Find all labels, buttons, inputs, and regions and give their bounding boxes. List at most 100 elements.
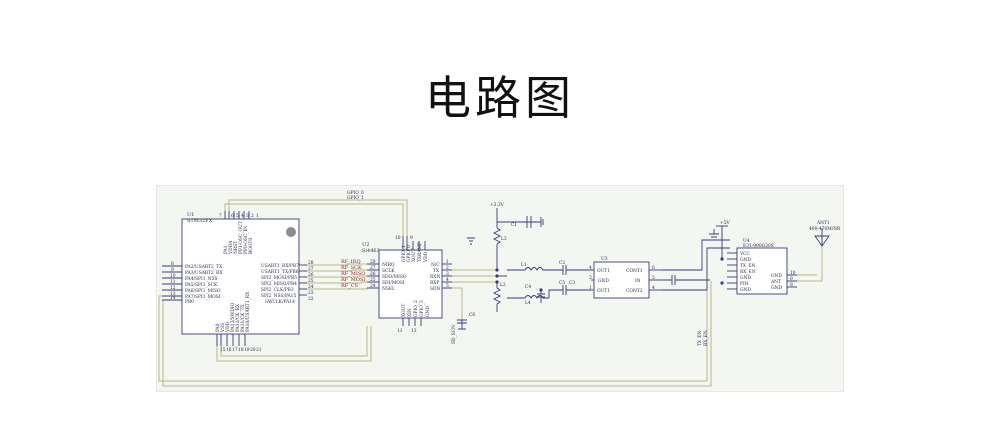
u2-pin-label: TXRAMP: [418, 242, 423, 262]
u1-pin-num: 3: [246, 214, 249, 219]
u4-pin-label: GND: [771, 286, 782, 291]
u1-pin-num: 5: [236, 214, 239, 219]
u1-pin-label: VDDA: [229, 240, 234, 255]
u2-pin-num: 13: [411, 329, 417, 334]
u1-pin-num: 14: [170, 296, 176, 301]
u4-pin-label: GND: [740, 288, 751, 293]
u3-pin-label: GND: [598, 279, 609, 284]
u1-pin-num: 24: [308, 285, 314, 290]
u1-pin-label: PF0-OSC_IN: [244, 226, 249, 254]
u1-pin-num: 17: [232, 348, 238, 353]
u3-pin-num: 1: [589, 286, 592, 291]
net-label-rx-en: RX_EN: [704, 330, 709, 346]
u3-pin-num: 4: [589, 266, 592, 271]
u1-pin-label: PA12/CK_RX: [236, 303, 241, 332]
u2-pin-label: RXP: [430, 281, 439, 286]
u1-pin-label: NRST: [234, 241, 239, 254]
u3-pin-label: OUT1: [597, 289, 610, 294]
u1-pin-num: 1: [256, 214, 259, 219]
u1-pin-label: PA0: [216, 323, 221, 332]
u1-ref: U1: [187, 212, 194, 218]
u2-right-pins: N/C TX RXN RXP SDN 1 2 3 4 5: [430, 260, 449, 292]
u2-pin-num: 11: [397, 329, 403, 334]
u4-pin-label: ANT: [770, 280, 781, 285]
u1-pin-label: PB0: [185, 300, 194, 305]
c2-label: C2: [559, 261, 565, 266]
u2-pin-label: XIN: [408, 308, 413, 317]
net-label-sdn: SD_SCN: [452, 325, 457, 344]
u2-pin-num: 10: [395, 236, 401, 241]
u2-ref: U2: [362, 242, 369, 248]
u2-pin-num: 9: [410, 236, 413, 241]
u2-pin-label: NIRQ: [382, 263, 395, 268]
u4-pin-num: 9: [790, 277, 793, 282]
u3-pin-label: OUT1: [597, 269, 610, 274]
u1-pin-label: PA2/USART2_TX: [185, 265, 223, 270]
u4-part: E31-900G30S: [743, 244, 774, 249]
u1-part: STM32FX: [187, 218, 213, 224]
u2-pin-label: SDN: [430, 287, 441, 292]
net-label-gpio1: GPIO_1: [347, 196, 364, 201]
u2-pin-label: GPIO_1: [402, 245, 407, 262]
net-label-gpio0: GPIO_0: [347, 191, 364, 196]
net-label-rf-irq: RF_IRQ: [341, 259, 361, 265]
u1-pin-label: PA6/SPI1_MISO: [185, 289, 221, 294]
net-label-rf-cs: RF_CS: [341, 283, 359, 289]
u2-bottom-pins: XOUT XIN GPIO_2 GPIO_3 GND 11 13: [397, 300, 431, 334]
l4-label: L4: [525, 301, 531, 306]
u2-top-pins: GPIO_1 GPIO_0 XOUT TXRAMP VDD 10 9: [395, 236, 429, 263]
u1-pin-label: PA11/CK_TX: [241, 303, 246, 332]
u2-left-pins: NIRQ SCLK SDO/MISO SDI/MOSI NSEL 28 27 2…: [370, 260, 407, 292]
u1-pin-label: PF1-OSC_OUT: [239, 221, 244, 254]
ant-ref: ANT1: [816, 221, 830, 226]
l2-label: L2: [500, 283, 506, 288]
u1-pin-num: 10: [170, 274, 176, 279]
u4-pin-num: 10: [790, 271, 796, 276]
u1-pin-num: 11: [170, 280, 176, 285]
u2-pin-label: GPIO_0: [407, 245, 412, 262]
u1-pin-label: PA13/SWDIO: [231, 302, 236, 332]
l1-label: L1: [521, 263, 527, 268]
u1-pin-label: PA5/SPI1_SCK: [185, 283, 218, 288]
u2-pin-label: SCLK: [382, 269, 395, 274]
u4-ref: U4: [743, 239, 750, 244]
net-label-rf-sck: RF_SCK: [341, 265, 362, 271]
u2-pin-label: SDO/MISO: [382, 275, 407, 280]
u1-pin-label: SPI2_MISO/PB4: [261, 282, 297, 287]
u1-pin-num: 9: [171, 268, 174, 273]
u1-pin-num: 23: [308, 291, 314, 296]
u2-pin-num: 5: [446, 284, 449, 289]
u4-left-pins: VCC GND TX_EN RX_EN GND PIN GND: [739, 252, 756, 293]
u4-pin-num: 8: [790, 283, 793, 288]
u1-pin-label: USART1_RX/PB7: [261, 264, 299, 269]
u1-pin-num: 18: [238, 348, 244, 353]
u2-pin-label: NSEL: [382, 287, 395, 292]
c3-label: C3: [569, 281, 575, 286]
u1-pin-label: USART1_TX/PB6: [261, 270, 299, 275]
net-label-rf-miso: RF_MISO: [341, 271, 365, 277]
u1-pin-num: 26: [308, 273, 314, 278]
u2-pin-num: 2: [446, 266, 449, 271]
u1-pin-label: PA3/USART2_RX: [185, 271, 223, 276]
u2-pin-num: 25: [370, 278, 376, 283]
net-label-rf-mosi: RF_MOSI: [341, 277, 365, 283]
u1-pin-label: SPI2_MOSI/PB5: [261, 276, 297, 281]
u4-pin-label: TX_EN: [740, 264, 755, 269]
u2-pin-label: GPIO_2: [414, 300, 419, 317]
u1-pin-num: 19: [244, 348, 250, 353]
u3-pin-label: CONT1: [626, 269, 643, 274]
u1-pin-num: 22: [308, 297, 314, 302]
circuit-schematic: U1 STM32FX PA2/USART2_TX PA3/USART2_RX P…: [158, 191, 841, 387]
u2-pin-label: XOUT: [402, 304, 407, 317]
u1-pin-label: SWCLK/PA14: [265, 300, 295, 305]
u3-pin-num: 4: [652, 286, 655, 291]
u1-pin-num: 21: [256, 348, 262, 353]
u2-pin-label: GPIO_3: [420, 300, 425, 317]
u2-pin-label: GND: [426, 306, 431, 317]
u1-top-pins: PA1 VDDA NRST PF1-OSC_OUT PF0-OSC_IN BOO…: [219, 214, 259, 255]
schematic-canvas: U1 STM32FX PA2/USART2_TX PA3/USART2_RX P…: [156, 185, 844, 392]
u3-pin-label: CONT2: [626, 289, 643, 294]
u1-pin-label: PA10/USART1_RX: [246, 291, 251, 332]
u4-pin-label: GND: [740, 258, 751, 263]
u2-pin-label: SDI/MOSI: [382, 281, 405, 286]
